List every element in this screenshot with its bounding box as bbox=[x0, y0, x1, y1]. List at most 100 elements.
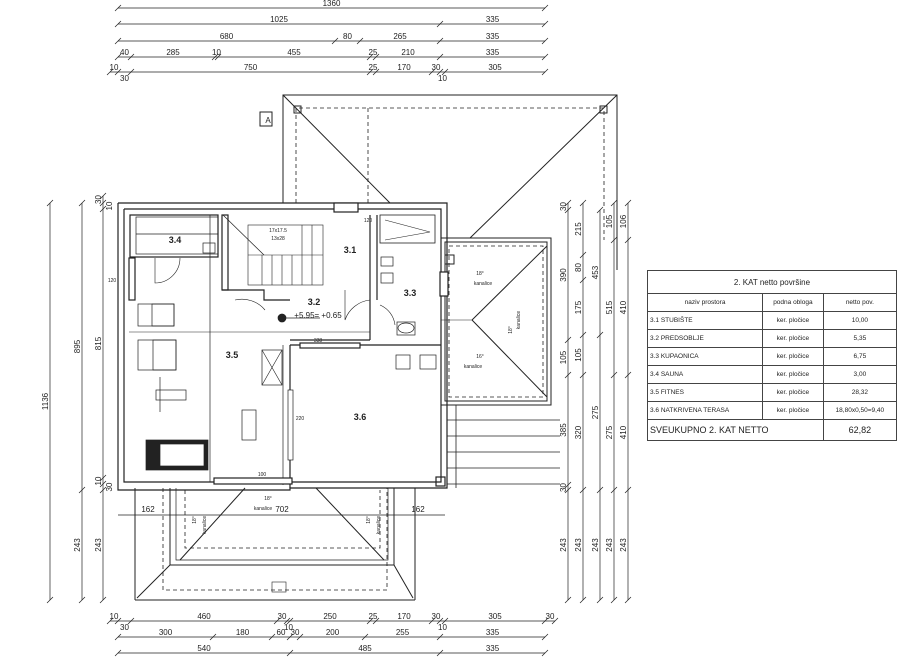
dimension-tick bbox=[541, 4, 549, 12]
room-name: 3.3 KUPAONICA bbox=[646, 347, 764, 366]
slope-label: 18° bbox=[508, 326, 514, 334]
side-roof bbox=[440, 237, 552, 406]
dimension-label: 243 bbox=[94, 538, 103, 552]
gutter-label: kanalice bbox=[376, 516, 382, 535]
dimension-tick bbox=[564, 199, 572, 207]
slope-label: 16° bbox=[476, 354, 484, 360]
dimension-tick bbox=[624, 199, 632, 207]
dimension-tick bbox=[127, 617, 135, 625]
dimension-tick bbox=[441, 68, 449, 76]
dimension-label: 410 bbox=[619, 425, 628, 439]
dimension-label: 250 bbox=[323, 612, 337, 621]
dimension-label: 243 bbox=[574, 538, 583, 552]
dimension-label: 80 bbox=[574, 263, 583, 272]
dimension-tick bbox=[78, 486, 86, 494]
dimension-tick bbox=[46, 199, 54, 207]
dimension-tick bbox=[114, 617, 122, 625]
dimension-label: 30 bbox=[120, 74, 129, 83]
dimension-label: 200 bbox=[326, 628, 340, 637]
dimension-label: 243 bbox=[73, 538, 82, 552]
dimension-tick bbox=[624, 486, 632, 494]
dimension-tick bbox=[596, 486, 604, 494]
stair-spec: 17x17.5 bbox=[269, 228, 287, 234]
dimension-label: 105 bbox=[605, 214, 614, 228]
dimension-label: 320 bbox=[574, 425, 583, 439]
slope-label: 18° bbox=[192, 516, 198, 524]
dimension-tick bbox=[624, 596, 632, 604]
dimension-tick bbox=[211, 53, 219, 61]
dimension-label: 120 bbox=[108, 278, 117, 284]
dimension-tick bbox=[366, 68, 374, 76]
gutter-label: kanalice bbox=[254, 506, 273, 512]
dimension-tick bbox=[99, 192, 107, 200]
dimension-tick bbox=[436, 68, 444, 76]
dimension-tick bbox=[579, 276, 587, 284]
area-table: 2. KAT netto površine naziv prostora pod… bbox=[646, 270, 898, 441]
lower-roof bbox=[134, 487, 416, 601]
dimension-tick bbox=[114, 53, 122, 61]
dimension-tick bbox=[356, 37, 364, 45]
dimension-tick bbox=[436, 20, 444, 28]
dimension-tick bbox=[564, 336, 572, 344]
dimension-label: 10 bbox=[94, 476, 103, 485]
dimension-label: 175 bbox=[574, 300, 583, 314]
dimension-label: 162 bbox=[141, 505, 155, 514]
dimension-tick bbox=[541, 633, 549, 641]
flooring: ker. pločice bbox=[762, 383, 824, 402]
dimension-label: 515 bbox=[605, 300, 614, 314]
dimension-label: 100 bbox=[258, 472, 267, 478]
dimension-label: 10 bbox=[110, 612, 119, 621]
flooring: ker. pločice bbox=[762, 365, 824, 384]
dimension-label: 455 bbox=[287, 48, 301, 57]
header-room: naziv prostora bbox=[646, 293, 764, 312]
header-area: netto pov. bbox=[822, 293, 898, 312]
dimension-label: 30 bbox=[432, 63, 441, 72]
flooring: ker. pločice bbox=[762, 311, 824, 330]
dimension-tick bbox=[273, 617, 281, 625]
dimension-label: 106 bbox=[619, 214, 628, 228]
dimension-tick bbox=[286, 649, 294, 657]
room-label-3-6: 3.6 bbox=[354, 412, 367, 422]
section-marker bbox=[259, 111, 273, 127]
dimension-tick bbox=[436, 633, 444, 641]
level-mark: +5.95= +0.65 bbox=[294, 311, 342, 320]
dimension-tick bbox=[610, 486, 618, 494]
room-name: 3.1 STUBIŠTE bbox=[646, 311, 764, 330]
dimension-tick bbox=[541, 617, 549, 625]
room-label-3-3: 3.3 bbox=[404, 288, 417, 298]
dimension-tick bbox=[564, 206, 572, 214]
dimension-label: 1136 bbox=[41, 392, 50, 410]
dimension-tick bbox=[99, 474, 107, 482]
dimension-tick bbox=[564, 371, 572, 379]
upper-roof bbox=[282, 94, 618, 270]
gutter-label: kanalice bbox=[516, 311, 522, 330]
dimension-label: 25 bbox=[369, 612, 378, 621]
dimension-tick bbox=[99, 596, 107, 604]
dimension-label: 243 bbox=[559, 538, 568, 552]
dimension-tick bbox=[114, 20, 122, 28]
dimension-tick bbox=[579, 331, 587, 339]
room-label-3-4: 3.4 bbox=[169, 235, 182, 245]
dimension-tick bbox=[331, 37, 339, 45]
doors bbox=[154, 257, 396, 326]
dimension-label: 30 bbox=[559, 483, 568, 492]
header-flooring: podna obloga bbox=[762, 293, 824, 312]
gutter-label: kanalice bbox=[464, 364, 483, 370]
dimension-label: 305 bbox=[488, 612, 502, 621]
dimension-label: 10 bbox=[284, 623, 293, 632]
dimension-label: 30 bbox=[559, 202, 568, 211]
room-label-3-5: 3.5 bbox=[226, 350, 239, 360]
dimension-tick bbox=[541, 37, 549, 45]
dimension-tick bbox=[372, 617, 380, 625]
dimension-tick bbox=[99, 205, 107, 213]
dimension-label: 335 bbox=[486, 32, 500, 41]
dimension-label: 275 bbox=[591, 405, 600, 419]
table-title: 2. KAT netto površine bbox=[647, 270, 897, 294]
area: 5,35 bbox=[822, 329, 898, 348]
dimension-label: 80 bbox=[343, 32, 352, 41]
dimension-tick bbox=[436, 53, 444, 61]
dimension-tick bbox=[610, 199, 618, 207]
